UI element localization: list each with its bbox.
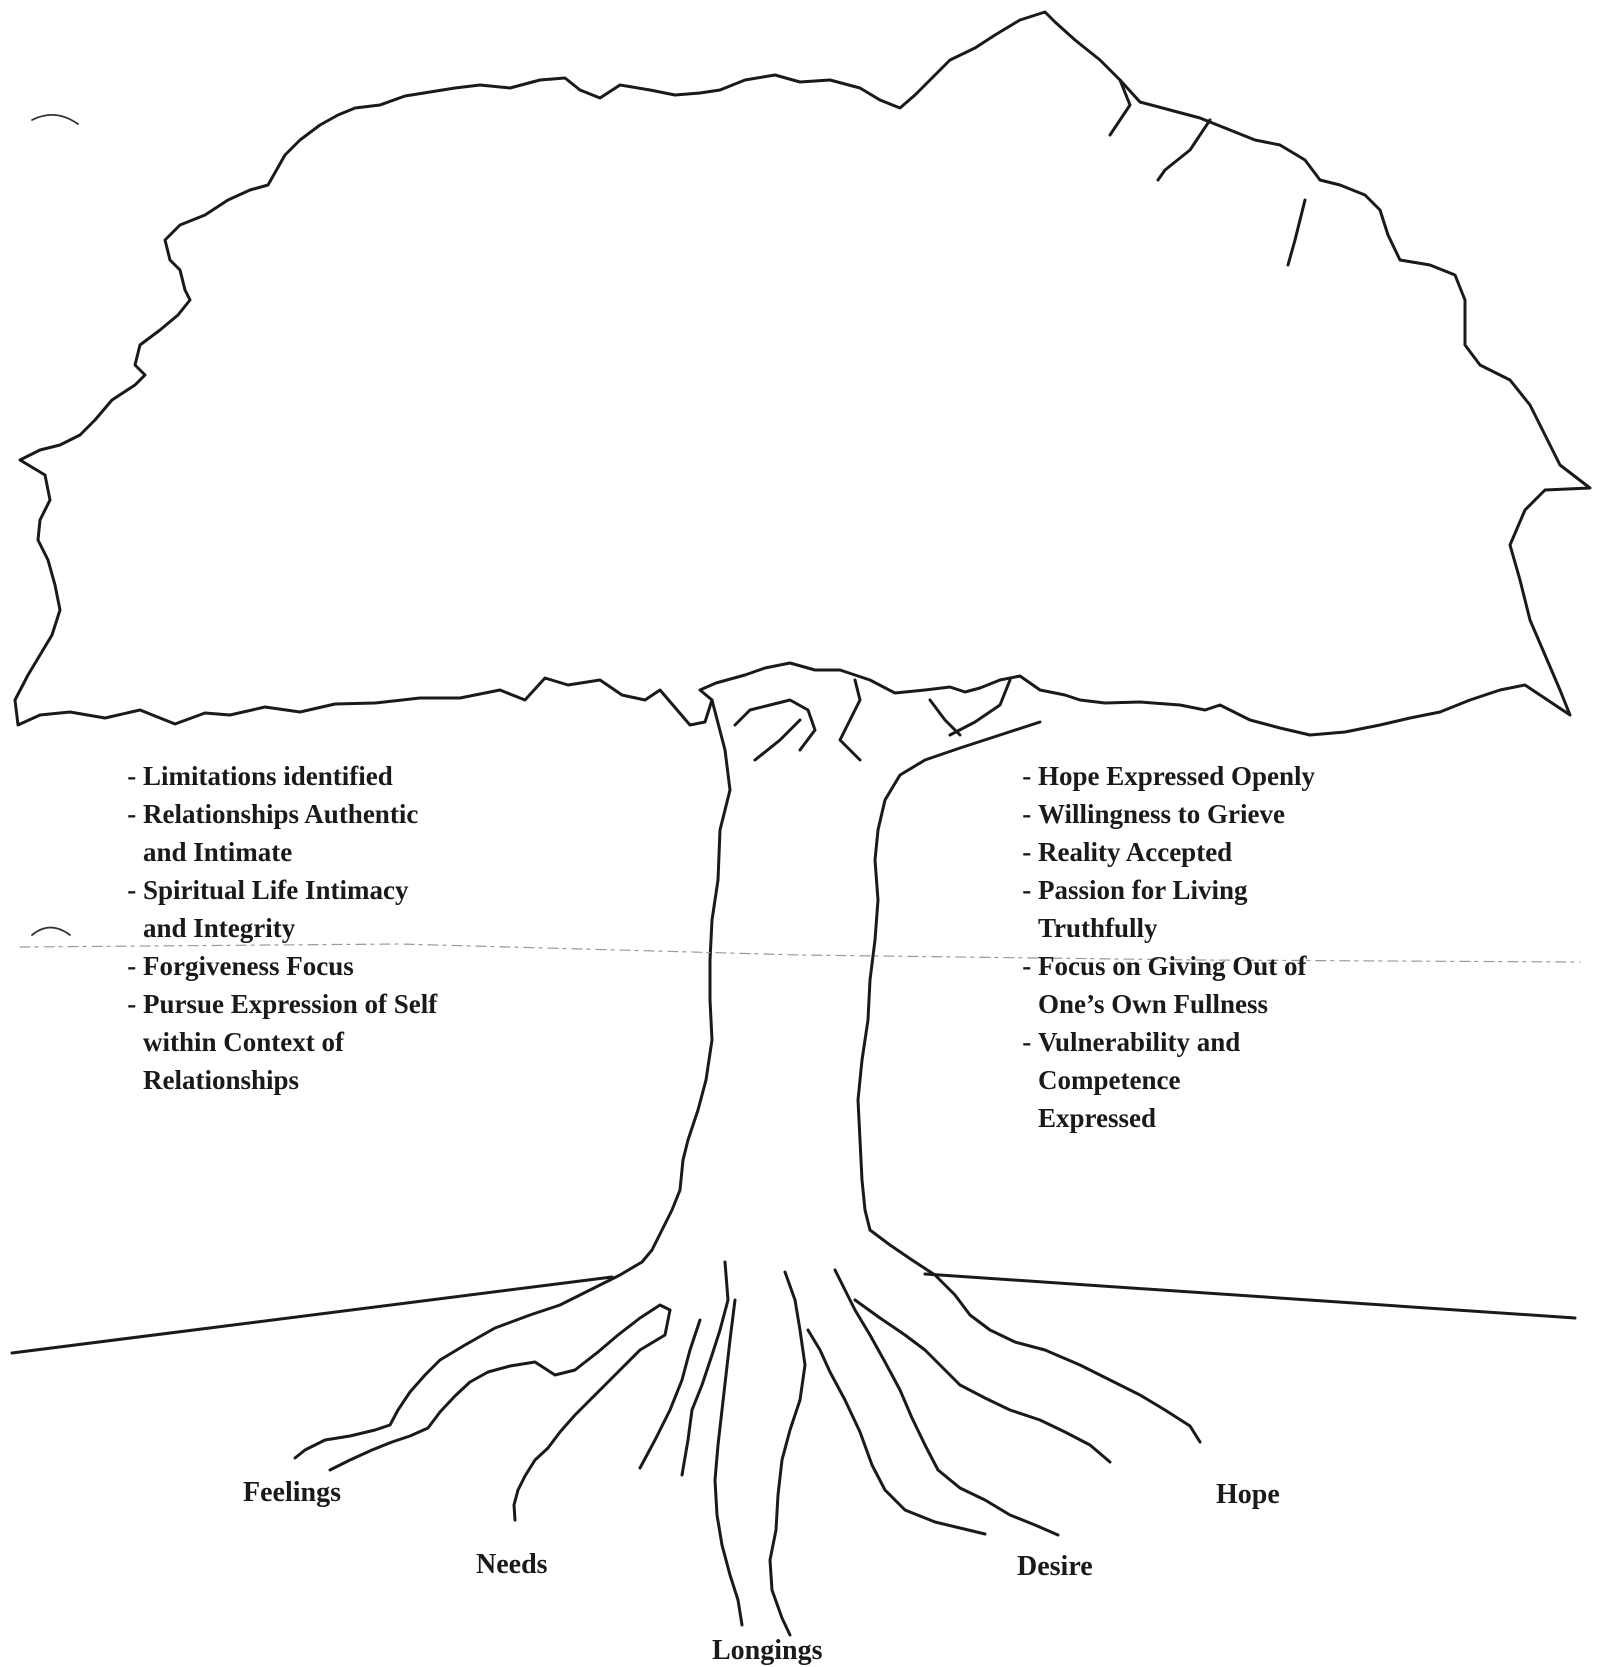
root-label-longings: Longings xyxy=(712,1635,823,1666)
punch-hole-mark xyxy=(31,114,79,125)
right-list-item: Focus on Giving Out of One’s Own Fullnes… xyxy=(938,947,1498,1023)
root-label-feelings: Feelings xyxy=(243,1477,341,1508)
right-characteristics-list: Hope Expressed Openly Willingness to Gri… xyxy=(938,757,1498,1137)
root-desire xyxy=(833,1268,1060,1537)
root-label-hope: Hope xyxy=(1216,1479,1280,1510)
tree-trunk-right xyxy=(856,720,1042,1232)
right-list-item: Passion for Living Truthfully xyxy=(938,871,1498,947)
root-needs-branch xyxy=(638,1318,702,1470)
left-list-item: Pursue Expression of Self within Context… xyxy=(63,985,623,1099)
left-list-item: Forgiveness Focus xyxy=(63,947,623,985)
tree-canopy xyxy=(13,10,1592,737)
ground-line-left xyxy=(10,1275,614,1355)
root-feelings xyxy=(293,1260,644,1460)
left-characteristics-list: Limitations identified Relationships Aut… xyxy=(63,757,623,1099)
root-hope xyxy=(868,1228,1202,1444)
root-longings-left xyxy=(713,1298,744,1627)
trunk-branch xyxy=(948,678,1012,737)
canopy-stroke xyxy=(1286,198,1307,267)
root-longings-left-upper xyxy=(680,1260,730,1477)
trunk-branch xyxy=(753,718,802,762)
ground-line-right xyxy=(923,1272,1577,1320)
root-hope-inner xyxy=(853,1298,1112,1464)
left-list-item: Spiritual Life Intimacy and Integrity xyxy=(63,871,623,947)
right-list-item: Vulnerability and Competence Expressed xyxy=(938,1023,1498,1137)
left-list-item: Limitations identified xyxy=(63,757,623,795)
root-longings-right xyxy=(768,1270,807,1637)
root-desire-inner xyxy=(806,1328,987,1536)
right-list-item: Hope Expressed Openly xyxy=(938,757,1498,795)
root-label-desire: Desire xyxy=(1017,1551,1093,1582)
root-needs xyxy=(512,1308,672,1522)
trunk-branch xyxy=(838,678,862,762)
trunk-branch xyxy=(733,698,817,752)
tree-trunk-left xyxy=(640,698,732,1264)
canopy-stroke xyxy=(1108,78,1132,137)
root-label-needs: Needs xyxy=(476,1549,548,1580)
right-list-item: Willingness to Grieve xyxy=(938,795,1498,833)
canopy-stroke xyxy=(1156,118,1212,182)
root-feelings-inner xyxy=(328,1303,672,1472)
trunk-branch xyxy=(928,698,962,737)
left-list-item: Relationships Authentic and Intimate xyxy=(63,795,623,871)
right-list-item: Reality Accepted xyxy=(938,833,1498,871)
